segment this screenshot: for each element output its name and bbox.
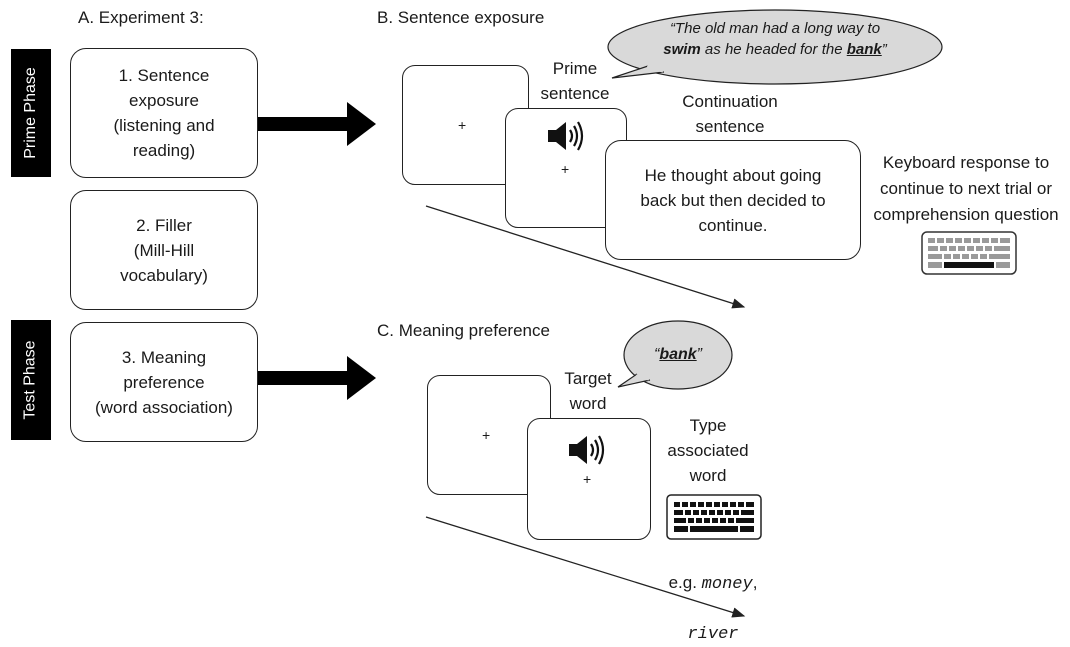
example-word-river: river <box>687 625 739 644</box>
keyboard-response-text: Keyboard response to continue to next tr… <box>873 153 1059 224</box>
prime-sentence-label: Prime sentence <box>540 59 610 103</box>
fixation-cross-b1: + <box>458 117 467 133</box>
prime-phase-label: Prime Phase <box>22 67 39 159</box>
quote-close-c: ” <box>696 346 702 363</box>
speech-bubble-b <box>607 9 943 85</box>
target-word-quote: “bank” <box>630 344 726 365</box>
quote-line-1: “The old man had a long way to <box>669 20 881 37</box>
type-associated-word-label: Type associated word <box>667 416 749 485</box>
example-prefix: e.g. <box>668 573 702 592</box>
continuation-screen: He thought about going back but then dec… <box>605 140 861 260</box>
audio-screen-c <box>527 418 651 540</box>
timeline-arrow-c <box>425 516 746 618</box>
quote-line-2: as he headed for the <box>700 41 847 58</box>
quote-word-bank-c: bank <box>659 346 697 363</box>
quote-word-bank: bank <box>846 41 882 58</box>
step-3-box: 3. Meaning preference (word association) <box>70 322 258 442</box>
quote-open-c: “ <box>654 346 660 363</box>
prime-phase-bar: Prime Phase <box>11 49 51 177</box>
step-2-box: 2. Filler (Mill-Hill vocabulary) <box>70 190 258 310</box>
quote-close: ” <box>881 41 887 58</box>
target-word-label: Target word <box>564 369 612 413</box>
speech-bubble-c <box>617 320 733 390</box>
arrow-icon-step1 <box>257 102 376 146</box>
fixation-cross-c2: + <box>583 471 592 487</box>
quote-word-swim: swim <box>663 41 701 58</box>
panel-a-title: A. Experiment 3: <box>78 8 204 27</box>
panel-c-title: C. Meaning preference <box>377 321 550 340</box>
example-associations: e.g. money, river <box>648 547 778 647</box>
example-separator: , <box>752 573 758 592</box>
example-word-money: money <box>701 575 753 594</box>
prime-sentence-quote: “The old man had a long way to swim as h… <box>620 18 930 60</box>
step-1-box: 1. Sentence exposure (listening and read… <box>70 48 258 178</box>
fixation-cross-b2: + <box>561 161 570 177</box>
arrow-icon-step3 <box>257 356 376 400</box>
timeline-arrow-b <box>425 205 746 309</box>
fixation-cross-c1: + <box>482 427 491 443</box>
test-phase-bar: Test Phase <box>11 320 51 440</box>
panel-b-title: B. Sentence exposure <box>377 8 545 27</box>
continuation-sentence-label: Continuation sentence <box>682 92 778 136</box>
test-phase-label: Test Phase <box>22 340 39 420</box>
diagram-graphics <box>257 9 943 618</box>
